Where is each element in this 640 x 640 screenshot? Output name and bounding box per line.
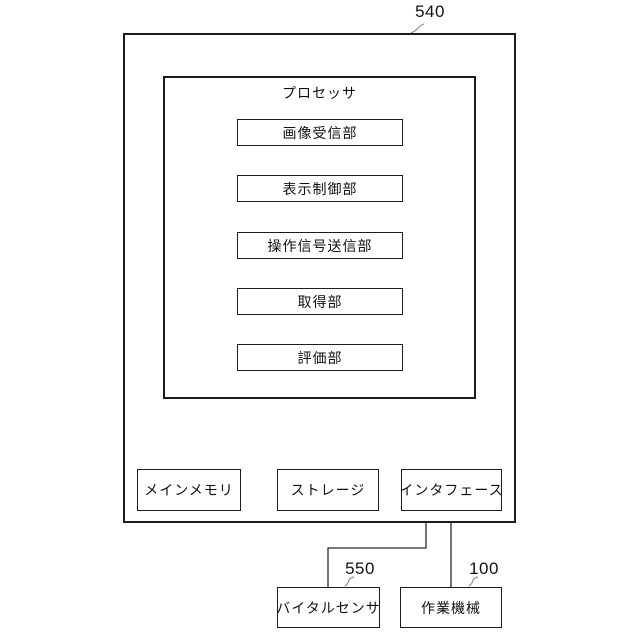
interface-box: インタフェース — [399, 469, 504, 511]
main-memory-label: メインメモリ — [144, 483, 234, 499]
vital-sensor-label: バイタルセンサ — [276, 600, 381, 617]
interface-vital-sensor-line — [327, 511, 427, 587]
leader-540 — [410, 23, 425, 34]
operation-signal-transmission-unit-box: 操作信号送信部 — [237, 232, 403, 259]
acquisition-unit-box: 取得部 — [237, 288, 403, 315]
acquisition-unit-label: 取得部 — [297, 294, 343, 311]
ref-550: 550 — [345, 559, 375, 578]
vital-sensor-box: バイタルセンサ — [276, 587, 381, 628]
operation-signal-transmission-unit-label: 操作信号送信部 — [267, 238, 373, 255]
ref-100: 100 — [469, 559, 499, 578]
ref-540: 540 — [415, 2, 445, 21]
leader-550 — [344, 576, 355, 587]
image-reception-unit-box: 画像受信部 — [237, 119, 403, 146]
processor-label: プロセッサ — [282, 86, 357, 102]
display-control-unit-label: 表示制御部 — [282, 181, 358, 198]
evaluation-unit-box: 評価部 — [237, 344, 403, 371]
work-machine-label: 作業機械 — [421, 600, 481, 617]
interface-label: インタフェース — [399, 483, 504, 499]
display-control-unit-box: 表示制御部 — [237, 175, 403, 202]
storage-box: ストレージ — [277, 469, 379, 511]
work-machine-box: 作業機械 — [400, 587, 502, 628]
storage-label: ストレージ — [290, 483, 366, 499]
evaluation-unit-label: 評価部 — [297, 350, 343, 367]
leader-100 — [468, 576, 479, 587]
main-memory-box: メインメモリ — [137, 469, 241, 511]
image-reception-unit-label: 画像受信部 — [282, 125, 358, 142]
